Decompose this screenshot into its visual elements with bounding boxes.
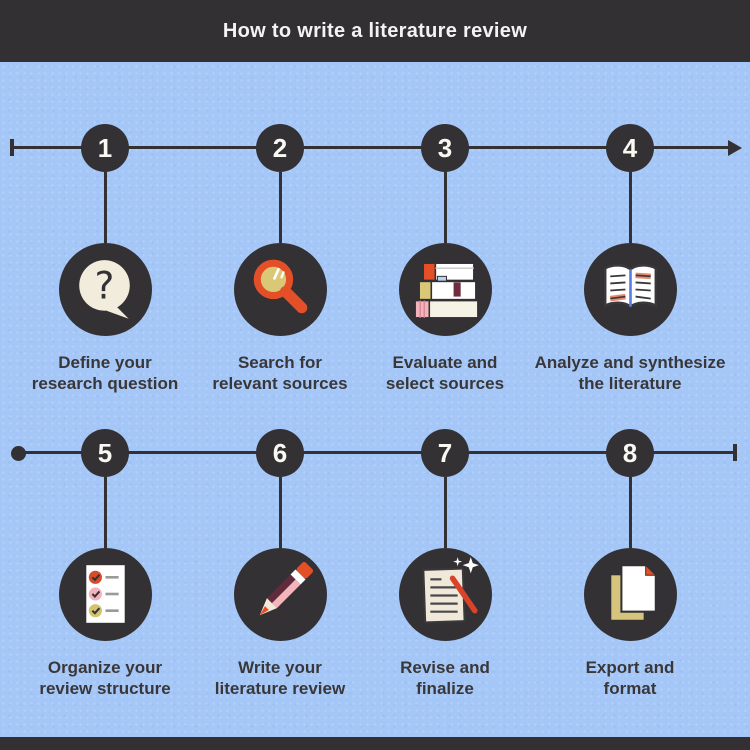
step-connector-line [443,477,447,548]
timeline1-arrow-icon [728,140,742,156]
paper-and-pen-icon [398,548,492,641]
step-number: 6 [272,438,288,468]
open-book-icon [583,243,677,336]
step-column-3: 3 Evaluate and select sources [330,124,560,396]
step-number: 4 [622,133,638,163]
step-column-1: 1 ? Define your research question [0,124,220,396]
step-number-badge: 8 [606,429,654,477]
step-number-badge: 7 [421,429,469,477]
timeline2-line [18,451,736,454]
step-number-badge: 5 [81,429,129,477]
step-column-7: 7 Revise and finalize [330,429,560,701]
documents-icon [583,548,677,641]
step-number-badge: 1 [81,124,129,172]
timeline1-line [12,146,728,149]
footer-bar [0,737,750,750]
header-bar: How to write a literature review [0,0,750,62]
step-number: 2 [272,133,288,163]
step-label: Revise and finalize [400,658,490,698]
step-label: Define your research question [31,353,179,393]
step-column-2: 2 Search for relevant sources [165,124,395,396]
question-bubble-icon: ? [58,243,152,336]
step-number-badge: 4 [606,124,654,172]
step-connector-line [628,477,632,548]
step-connector-line [103,172,107,243]
step-connector-line [443,172,447,243]
step-connector-line [628,172,632,243]
step-number: 3 [437,133,453,163]
step-number-badge: 6 [256,429,304,477]
step-label: Organize your review structure [39,658,171,698]
step-column-6: 6 Write your literature review [165,429,395,701]
step-column-5: 5 Organize your review structure [0,429,220,701]
book-stack-icon [398,243,492,336]
step-connector-line [278,477,282,548]
step-label: Export and format [585,658,675,698]
step-label: Write your literature review [214,658,346,698]
step-label: Analyze and synthesize the literature [534,353,726,393]
step-connector-line [103,477,107,548]
step-number: 1 [97,133,113,163]
step-number: 8 [622,438,638,468]
pencil-icon [233,548,327,641]
question-mark-glyph: ? [94,264,114,308]
step-column-8: 8 Export and format [515,429,745,701]
step-connector-line [278,172,282,243]
checklist-icon [58,548,152,641]
step-number: 7 [437,438,453,468]
step-number: 5 [97,438,113,468]
step-number-badge: 2 [256,124,304,172]
step-label: Search for relevant sources [212,353,348,393]
magnifier-icon [233,243,327,336]
timeline2-end-cap [733,444,737,461]
step-label: Evaluate and select sources [385,353,505,393]
step-number-badge: 3 [421,124,469,172]
step-column-4: 4 Analyze and synthesize the literature [515,124,745,396]
page-title: How to write a literature review [222,19,528,42]
